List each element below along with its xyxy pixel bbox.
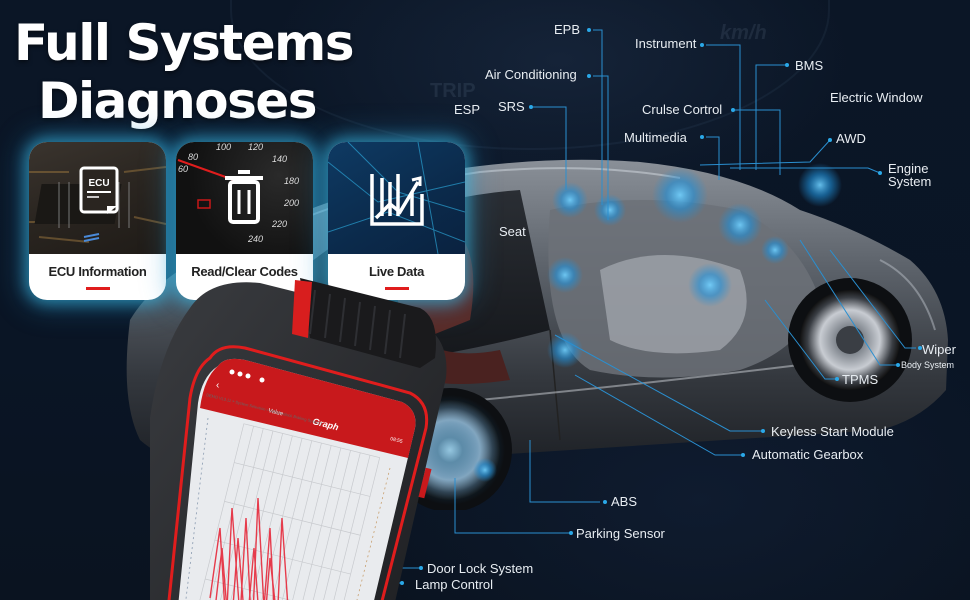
label-body-system: Body System xyxy=(901,360,955,370)
label-seat: Seat xyxy=(499,224,526,239)
label-srs: SRS xyxy=(498,99,525,114)
engine-dot xyxy=(878,171,882,175)
ac-dot xyxy=(587,74,591,78)
label-abs: ABS xyxy=(611,494,638,509)
feature-card-ecu[interactable]: ECU ECU Information xyxy=(29,142,166,300)
doorlock-dot xyxy=(419,566,423,570)
svg-text:200: 200 xyxy=(283,198,299,208)
label-keyless-start: Keyless Start Module xyxy=(771,424,894,439)
ghost-kmh-text: km/h xyxy=(720,22,767,44)
headline-line2: Diagnoses xyxy=(38,72,318,130)
svg-text:180: 180 xyxy=(284,176,299,186)
label-engine-system: Engine System xyxy=(888,162,931,188)
back-arrow-icon: ‹ xyxy=(216,380,219,391)
chart-trend-icon xyxy=(370,174,424,226)
label-lamp-control: Lamp Control xyxy=(415,577,494,592)
label-instrument: Instrument xyxy=(635,36,697,51)
ecu-document-icon xyxy=(79,166,119,214)
wiper-dot xyxy=(918,346,922,350)
headline-line1: Full Systems xyxy=(14,14,354,72)
epb-dot xyxy=(587,28,591,32)
label-air-conditioning: Air Conditioning xyxy=(485,67,577,82)
label-electric-window: Electric Window xyxy=(830,90,923,105)
label-awd: AWD xyxy=(836,131,866,146)
label-parking-sensor: Parking Sensor xyxy=(576,526,665,541)
instrument-dot xyxy=(700,43,704,47)
label-multimedia: Multimedia xyxy=(624,130,687,145)
tpms-dot xyxy=(835,377,839,381)
ecu-card-art: ECU xyxy=(29,142,166,254)
label-tpms: TPMS xyxy=(842,372,879,387)
multimedia-dot xyxy=(700,135,704,139)
label-wiper: Wiper xyxy=(922,342,956,357)
label-door-lock: Door Lock System xyxy=(427,561,534,576)
label-system: System xyxy=(888,174,932,189)
label-epb: EPB xyxy=(554,22,581,37)
label-bms: BMS xyxy=(795,58,824,73)
live-data-card-label: Live Data xyxy=(368,264,425,279)
srs-dot xyxy=(529,105,533,109)
label-cruise-control: Crulse Cortrol xyxy=(642,102,723,117)
svg-text:80: 80 xyxy=(188,152,198,162)
svg-text:240: 240 xyxy=(247,234,263,244)
svg-text:100: 100 xyxy=(216,142,231,152)
bms-dot xyxy=(785,63,789,67)
ecu-card-underline xyxy=(85,287,110,290)
feature-card-codes[interactable]: 80 100 120 140 180 200 220 240 60 xyxy=(176,142,313,300)
headline: Full Systems Diagnoses xyxy=(14,14,354,130)
diagnostic-tablet: ‹ Value Graph 08:55 DEMO V13.11 > System… xyxy=(150,278,447,600)
label-esp: ESP xyxy=(454,102,481,117)
status-time: 08:55 xyxy=(390,436,404,445)
label-engine: Engine xyxy=(888,161,929,176)
codes-card-label: Read/Clear Codes xyxy=(191,264,298,279)
lamp-dot xyxy=(400,581,404,585)
parking-dot xyxy=(569,531,573,535)
keyless-dot xyxy=(761,429,765,433)
svg-text:60: 60 xyxy=(178,164,188,174)
svg-text:120: 120 xyxy=(248,142,263,152)
svg-text:ECU: ECU xyxy=(88,178,109,189)
live-data-card-underline xyxy=(384,287,409,290)
svg-text:220: 220 xyxy=(271,219,287,229)
gearbox-dot xyxy=(741,453,745,457)
tab-value: Value xyxy=(268,408,285,418)
svg-text:140: 140 xyxy=(272,154,287,164)
label-automatic-gearbox: Automatic Gearbox xyxy=(752,447,864,462)
body-dot xyxy=(896,363,900,367)
abs-dot xyxy=(603,500,607,504)
codes-card-art: 80 100 120 140 180 200 220 240 60 xyxy=(176,142,313,254)
ecu-card-label: ECU Information xyxy=(48,264,147,279)
trash-icon xyxy=(225,170,263,224)
live-data-card-art xyxy=(328,142,465,255)
ghost-trip-text: TRIP xyxy=(430,80,476,102)
feature-card-live-data[interactable]: Live Data xyxy=(328,142,465,300)
awd-dot xyxy=(828,138,832,142)
cruise-dot xyxy=(731,108,735,112)
